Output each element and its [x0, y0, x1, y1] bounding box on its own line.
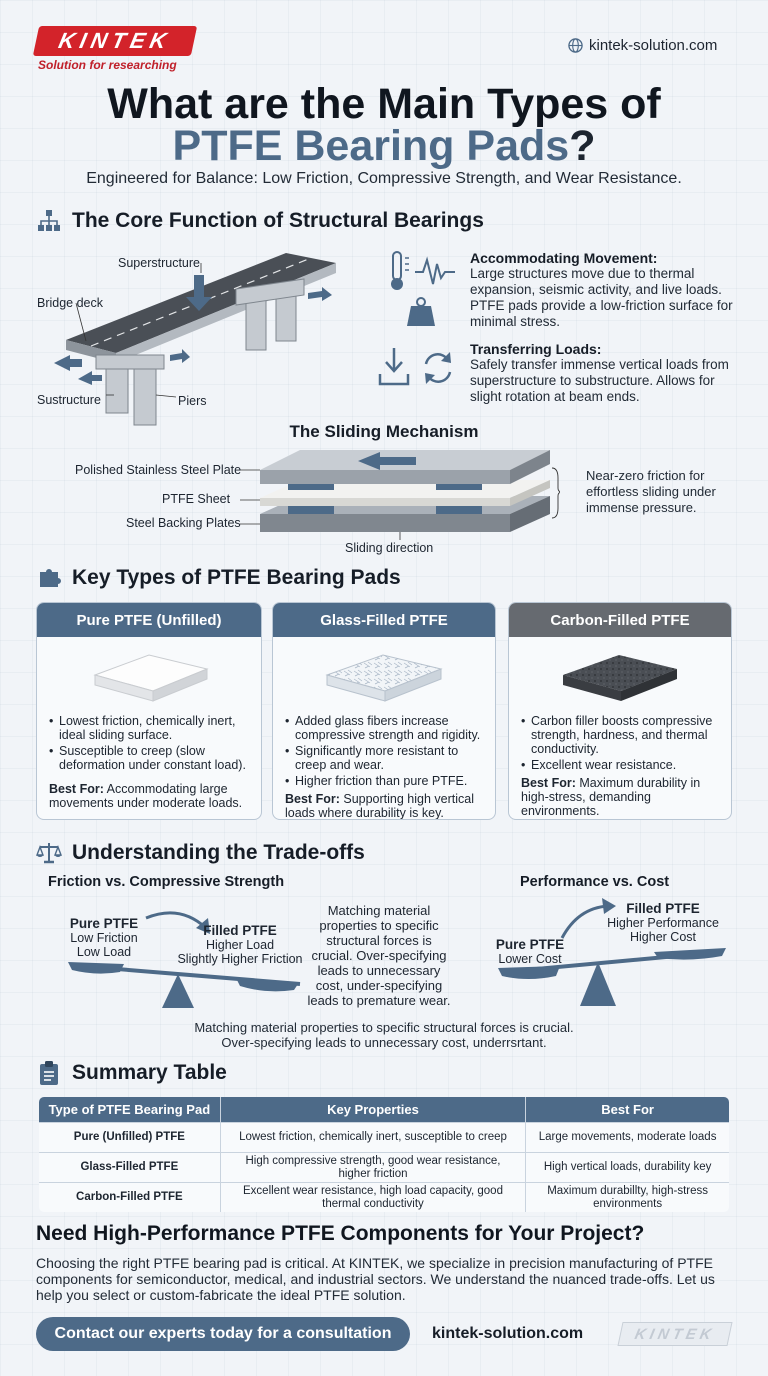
type-card-carbon: Carbon-Filled PTFE Carbon filler boosts … — [508, 602, 732, 820]
bullet: Susceptible to creep (slow deformation u… — [49, 744, 251, 772]
best-for: Best For: Accommodating large movements … — [49, 782, 243, 810]
balance-scale-icon — [36, 840, 62, 866]
bullet: Significantly more resistant to creep an… — [285, 744, 485, 772]
summary-table: Type of PTFE Bearing Pad Key Properties … — [38, 1096, 730, 1213]
page-title-line2: PTFE Bearing Pads? — [172, 122, 596, 170]
kintek-logo[interactable]: KINTEK — [32, 26, 198, 56]
page-subtitle: Engineered for Balance: Low Friction, Co… — [86, 170, 682, 187]
table-row: Carbon-Filled PTFE Excellent wear resist… — [39, 1182, 729, 1212]
cta-title: Need High-Performance PTFE Components fo… — [36, 1222, 645, 1245]
bullet: Added glass fibers increase compressive … — [285, 714, 485, 742]
tradeoff-middle-note: Matching material properties to specific… — [307, 903, 451, 1008]
sliding-note: Near-zero friction for effortless slidin… — [586, 468, 716, 515]
seismic-icon — [415, 256, 455, 285]
label-substructure: Sustructure — [37, 393, 101, 407]
hierarchy-icon — [36, 208, 62, 234]
bullet: Higher friction than pure PTFE. — [285, 774, 485, 788]
type-card-pure: Pure PTFE (Unfilled) Lowest friction, ch… — [36, 602, 262, 820]
label-ptfe-sheet: PTFE Sheet — [162, 492, 231, 506]
feature-movement-title: Accommodating Movement: — [470, 250, 658, 266]
section-types-heading: Key Types of PTFE Bearing Pads — [36, 565, 401, 591]
thermometer-icon — [391, 251, 409, 290]
label-bridge-deck: Bridge deck — [37, 296, 104, 310]
label-superstructure: Superstructure — [118, 256, 200, 270]
site-link-top[interactable]: kintek-solution.com — [568, 37, 717, 54]
glass-ptfe-block-illustration — [325, 654, 443, 702]
clipboard-icon — [36, 1060, 62, 1086]
pure-ptfe-block-illustration — [93, 654, 209, 702]
thermal-seismic-icons — [391, 251, 455, 326]
feature-loads-title: Transferring Loads: — [470, 341, 602, 357]
page-title-line1: What are the Main Types of — [107, 80, 661, 128]
title-highlight: PTFE Bearing Pads — [172, 122, 570, 170]
globe-icon — [568, 38, 583, 53]
tradeoff-left-title: Friction vs. Compressive Strength — [48, 874, 285, 890]
contact-experts-button[interactable]: Contact our experts today for a consulta… — [36, 1317, 410, 1351]
friction-strength-scale — [68, 911, 301, 1008]
puzzle-icon — [36, 565, 62, 591]
type-card-title: Glass-Filled PTFE — [273, 603, 495, 637]
table-header: Best For — [525, 1097, 729, 1123]
best-for: Best For: Supporting high vertical loads… — [285, 792, 474, 820]
logo-tagline: Solution for researching — [38, 58, 177, 72]
section-core-heading: The Core Function of Structural Bearings — [36, 208, 484, 234]
bullet: Carbon filler boosts compressive strengt… — [521, 714, 721, 756]
weight-icon — [407, 297, 435, 326]
table-row: Pure (Unfilled) PTFE Lowest friction, ch… — [39, 1122, 729, 1153]
feature-loads-text: Safely transfer immense vertical loads f… — [470, 357, 729, 404]
table-header: Key Properties — [219, 1097, 526, 1123]
label-polished-plate: Polished Stainless Steel Plate — [75, 463, 242, 477]
bullet: Lowest friction, chemically inert, ideal… — [49, 714, 251, 742]
cta-text: Choosing the right PTFE bearing pad is c… — [36, 1255, 715, 1303]
best-for: Best For: Maximum durability in high-str… — [521, 776, 701, 818]
feature-movement-text: Large structures move due to thermal exp… — [470, 266, 733, 329]
section-summary-heading: Summary Table — [36, 1060, 227, 1086]
sliding-mechanism-diagram — [240, 450, 560, 540]
table-header: Type of PTFE Bearing Pad — [39, 1097, 221, 1123]
rotate-icon — [424, 352, 452, 384]
label-sliding-direction: Sliding direction — [345, 541, 434, 555]
tradeoff-right-title: Performance vs. Cost — [520, 874, 670, 890]
table-row: Glass-Filled PTFE High compressive stren… — [39, 1152, 729, 1183]
label-piers: Piers — [178, 394, 207, 408]
download-arrow-icon — [378, 348, 410, 386]
type-card-title: Carbon-Filled PTFE — [509, 603, 731, 637]
section-tradeoffs-heading: Understanding the Trade-offs — [36, 840, 365, 866]
site-link-bottom[interactable]: kintek-solution.com — [432, 1325, 584, 1342]
performance-cost-scale — [498, 898, 726, 1006]
type-card-title: Pure PTFE (Unfilled) — [37, 603, 261, 637]
carbon-ptfe-block-illustration — [563, 655, 677, 701]
bridge-illustration — [54, 253, 336, 426]
tradeoff-bottom-note: Matching material properties to specific… — [194, 1020, 574, 1050]
bullet: Excellent wear resistance. — [521, 758, 721, 772]
sliding-title: The Sliding Mechanism — [289, 422, 479, 441]
load-rotation-icons — [378, 348, 452, 386]
type-card-glass: Glass-Filled PTFE Added glass fibers inc… — [272, 602, 496, 820]
label-backing-plates: Steel Backing Plates — [126, 516, 241, 530]
kintek-logo-footer: KINTEK — [617, 1322, 733, 1346]
